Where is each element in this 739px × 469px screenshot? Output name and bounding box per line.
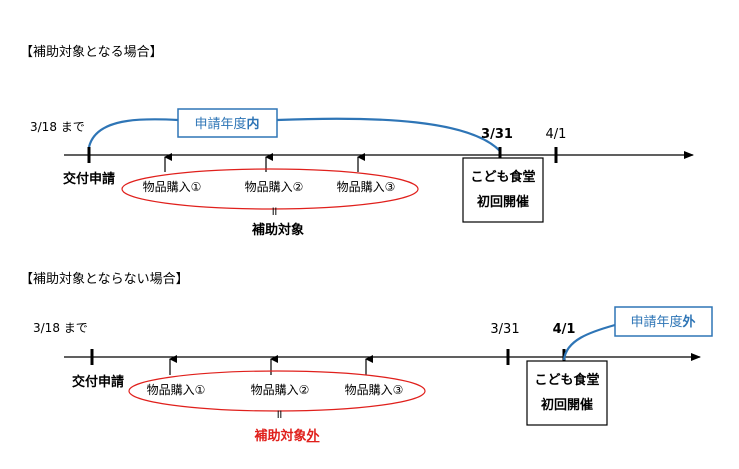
date-start-label: 3/18 まで — [33, 321, 88, 335]
result-ineligible: 補助対象外 — [253, 428, 319, 444]
fiscal-year-callout-box — [614, 306, 713, 337]
callout-arc-right — [276, 117, 501, 152]
date-next-label: 4/1 — [546, 127, 567, 142]
application-label: 交付申請 — [63, 171, 115, 187]
section-heading-eligible: 【補助対象となる場合】 — [20, 45, 163, 60]
purchase1-label: 物品購入① — [143, 180, 202, 194]
fiscal-year-callout-text: 申請年度内 — [194, 116, 259, 132]
section-ineligible: 【補助対象とならない場合】 3/18 まで 3/31 4/1 申請年度外 交付申… — [20, 272, 713, 444]
section-eligible: 【補助対象となる場合】 3/18 まで 申請年度内 3/31 4/1 交付申請 … — [20, 45, 694, 238]
result-eligible: 補助対象 — [251, 222, 304, 238]
callout-arc-left — [87, 118, 179, 148]
event-subtitle: 初回開催 — [541, 397, 593, 413]
date-next-label: 4/1 — [553, 322, 576, 337]
event-title: こども食堂 — [534, 372, 599, 388]
purchases-ellipse — [128, 370, 426, 412]
equals-sign: ॥ — [270, 204, 277, 218]
first-event-box — [462, 157, 544, 223]
date-end-label: 3/31 — [481, 127, 513, 142]
equals-sign: ॥ — [275, 407, 282, 421]
purchase3-label: 物品購入③ — [345, 383, 404, 397]
first-event-box — [526, 360, 608, 426]
event-subtitle: 初回開催 — [477, 194, 529, 210]
purchases-ellipse — [121, 168, 419, 210]
section-heading-ineligible: 【補助対象とならない場合】 — [20, 272, 189, 287]
date-start-label: 3/18 まで — [30, 120, 85, 134]
callout-connector — [562, 323, 616, 361]
purchase3-label: 物品購入③ — [337, 180, 396, 194]
purchase2-label: 物品購入② — [245, 180, 304, 194]
event-title: こども食堂 — [470, 169, 535, 185]
fiscal-year-callout-box — [177, 108, 278, 138]
application-label: 交付申請 — [72, 374, 124, 390]
purchase1-label: 物品購入① — [147, 383, 206, 397]
date-end-label: 3/31 — [490, 322, 519, 337]
fiscal-year-callout-text: 申請年度外 — [630, 314, 695, 330]
purchase2-label: 物品購入② — [251, 383, 310, 397]
